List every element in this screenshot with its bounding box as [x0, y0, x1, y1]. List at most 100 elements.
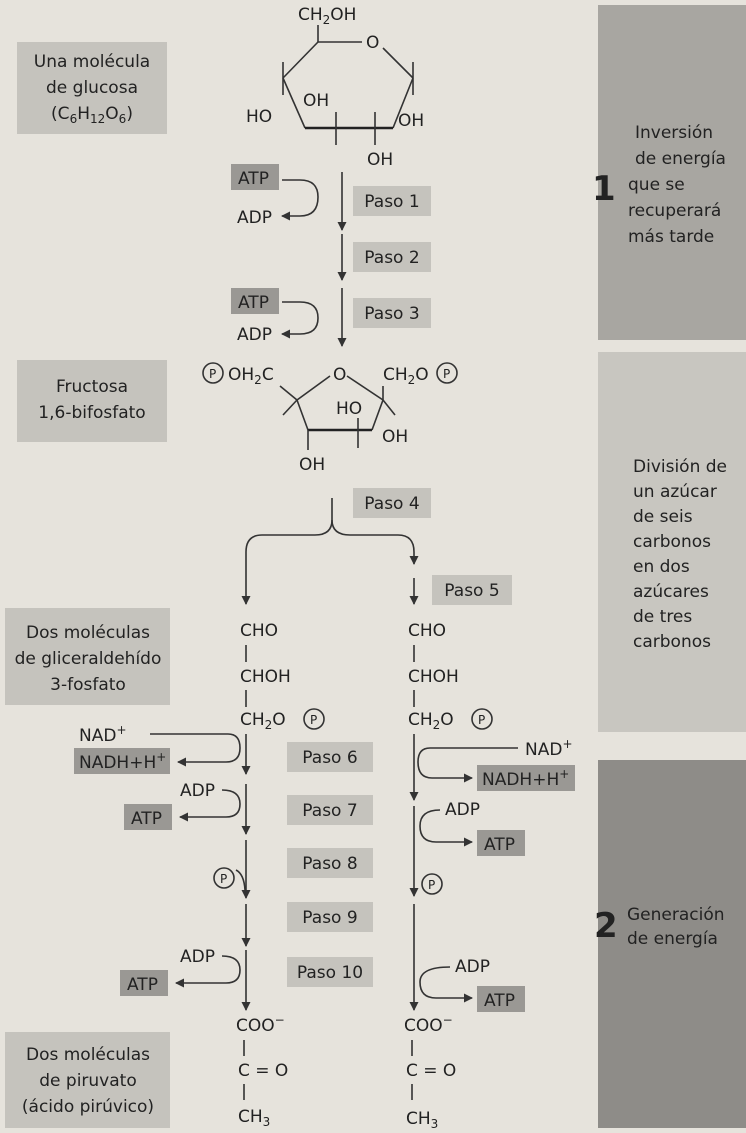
svg-text:CH2O: CH2O	[383, 365, 429, 387]
nad-label: NAD+	[79, 723, 127, 746]
adp-label: ADP	[445, 800, 480, 820]
atp-box	[477, 986, 525, 1012]
phase1-line: Inversión	[635, 123, 713, 143]
glucose-label-box	[17, 42, 167, 134]
svg-text:CH2O: CH2O	[408, 710, 454, 732]
adp-label: ADP	[180, 947, 215, 967]
svg-text:OH: OH	[303, 91, 329, 111]
svg-text:CHOH: CHOH	[240, 667, 291, 687]
atp-box	[231, 288, 279, 314]
svg-text:CHOH: CHOH	[408, 667, 459, 687]
pyruvate-label-line: Dos moléculas	[26, 1045, 150, 1065]
phosphate-label: P	[428, 878, 435, 892]
fructose-label-line: 1,6-bifosfato	[38, 403, 145, 423]
atp-label: ATP	[238, 293, 269, 313]
step-label: Paso 9	[302, 908, 357, 928]
step7-right-side-arrow	[419, 809, 473, 847]
phase2-number: 2	[594, 906, 618, 946]
step6-right-side-arrow	[417, 747, 518, 783]
step-label: Paso 10	[297, 963, 363, 983]
step-label: Paso 7	[302, 801, 357, 821]
split-line: un azúcar	[633, 482, 717, 502]
adp-label: ADP	[180, 781, 215, 801]
phase1-number: 1	[592, 169, 616, 209]
step10-right-side-arrow	[419, 966, 473, 1003]
phase2-line: Generación	[627, 905, 725, 925]
step-box	[287, 902, 373, 932]
atp-label: ATP	[484, 991, 515, 1011]
nadh-label: NADH+H+	[79, 750, 166, 773]
split-arrow-left	[241, 498, 333, 605]
atp-box	[477, 830, 525, 856]
svg-text:C = O: C = O	[406, 1061, 456, 1081]
step-box	[353, 186, 431, 216]
fructose-label-box	[17, 360, 167, 442]
phosphate-label: P	[220, 872, 227, 886]
svg-text:HO: HO	[336, 399, 362, 419]
svg-text:CHO: CHO	[240, 621, 278, 641]
svg-text:P: P	[209, 367, 216, 381]
adp-label: ADP	[455, 957, 490, 977]
glucose-formula: (C6H12O6)	[51, 104, 133, 126]
atp-label: ATP	[127, 975, 158, 995]
split-arrow-right	[331, 519, 419, 565]
step3-side-arrow	[281, 301, 319, 339]
step-label: Paso 2	[364, 248, 419, 268]
atp-box	[120, 970, 168, 996]
split-line: de seis	[633, 507, 693, 527]
svg-text:O: O	[366, 33, 379, 53]
nad-label: NAD+	[525, 737, 573, 760]
svg-text:C = O: C = O	[238, 1061, 288, 1081]
svg-text:OH: OH	[299, 455, 325, 475]
svg-text:P: P	[478, 713, 485, 727]
step8-left-arrow	[235, 869, 246, 891]
step-box	[353, 242, 431, 272]
pyruvate-structure-left: COO− C = O CH3	[236, 1013, 288, 1129]
atp-box	[124, 804, 172, 830]
step-box	[287, 795, 373, 825]
svg-text:OH: OH	[398, 111, 424, 131]
step-label: Paso 4	[364, 494, 419, 514]
step-box	[432, 575, 512, 605]
split-line: carbonos	[633, 632, 711, 652]
pyruvate-label-line: (ácido pirúvico)	[22, 1097, 154, 1117]
step-label: Paso 3	[364, 304, 419, 324]
phosphate-circle	[213, 867, 235, 889]
phase1-line: recuperará	[628, 201, 721, 221]
split-line: azúcares	[633, 582, 709, 602]
phase1-panel	[598, 5, 746, 340]
svg-text:HO: HO	[246, 107, 272, 127]
step-label: Paso 1	[364, 192, 419, 212]
svg-text:P: P	[310, 713, 317, 727]
svg-text:CH2OH: CH2OH	[298, 5, 356, 27]
fructose-structure: P OH2C O CH2O P HO OH OH	[202, 362, 458, 475]
glucose-structure: CH2OH O HO OH OH OH	[246, 5, 424, 170]
svg-text:CH3: CH3	[238, 1107, 270, 1129]
g3p-structure-left: CHO CHOH CH2O P	[240, 621, 325, 732]
atp-label: ATP	[238, 169, 269, 189]
step10-left-side-arrow	[175, 955, 241, 988]
svg-text:CH3: CH3	[406, 1109, 438, 1131]
svg-text:COO−: COO−	[404, 1013, 453, 1036]
step-box	[287, 848, 373, 878]
step7-left-side-arrow	[179, 789, 241, 822]
step-label: Paso 5	[444, 581, 499, 601]
pyruvate-structure-right: COO− C = O CH3	[404, 1013, 456, 1131]
step6-left-side-arrow	[150, 733, 241, 767]
split-line: carbonos	[633, 532, 711, 552]
svg-text:OH2C: OH2C	[228, 365, 274, 387]
adp-label: ADP	[237, 208, 272, 228]
step1-side-arrow	[281, 179, 319, 221]
g3p-label-line: 3-fosfato	[50, 675, 126, 695]
phase2-line: de energía	[627, 929, 718, 949]
svg-text:OH: OH	[367, 150, 393, 170]
split-line: en dos	[633, 557, 690, 577]
nadh-box	[477, 765, 575, 791]
atp-box	[231, 164, 279, 190]
step-box	[353, 488, 431, 518]
phosphate-circle	[421, 873, 443, 895]
svg-text:CH2O: CH2O	[240, 710, 286, 732]
svg-text:OH: OH	[382, 427, 408, 447]
svg-text:CHO: CHO	[408, 621, 446, 641]
